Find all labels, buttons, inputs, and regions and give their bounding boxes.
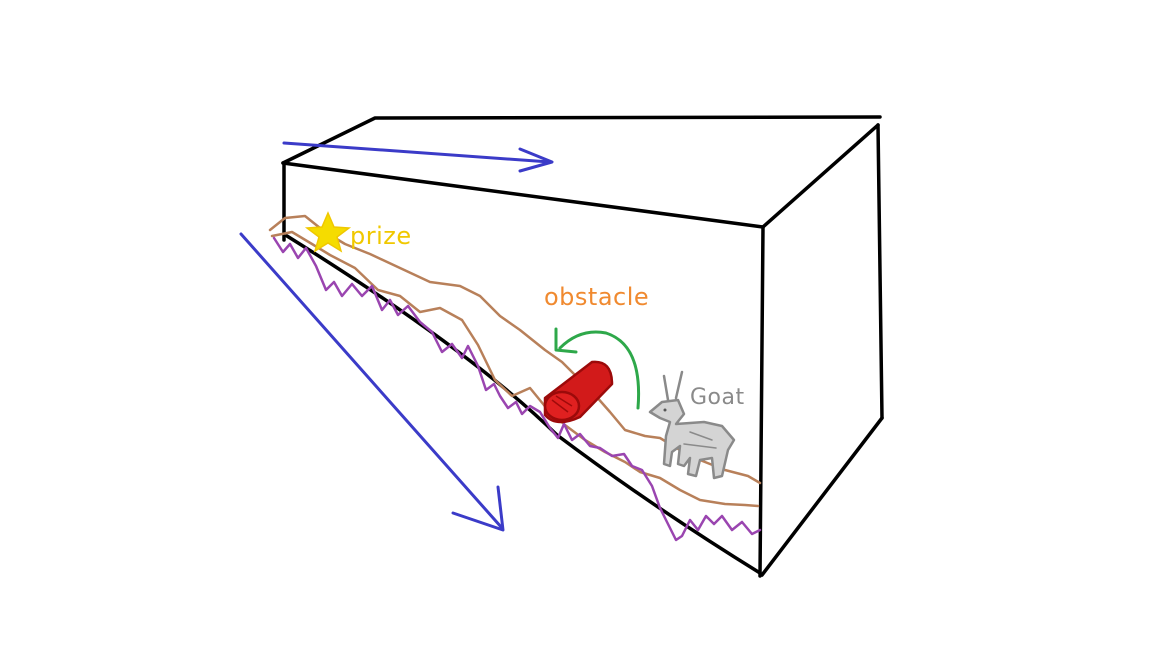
box-bottom-right-edge bbox=[760, 416, 884, 577]
terrain-line-lower bbox=[270, 230, 760, 508]
box-front-right-edge bbox=[758, 225, 765, 578]
box-right-back-edge bbox=[876, 123, 884, 420]
log-icon bbox=[543, 360, 614, 424]
goat-label: Goat bbox=[690, 385, 745, 410]
slope-arrow-head bbox=[451, 485, 505, 532]
top-arrow-head bbox=[518, 147, 554, 173]
terrain-line-jagged bbox=[272, 236, 762, 542]
star-icon bbox=[304, 211, 352, 253]
prize-marker: prize bbox=[304, 211, 412, 253]
goat-marker: Goat bbox=[648, 370, 745, 480]
prize-label: prize bbox=[350, 222, 412, 250]
blue-arrows bbox=[239, 141, 554, 532]
obstacle-marker: obstacle bbox=[543, 283, 649, 424]
box-right-top-edge bbox=[761, 123, 880, 229]
top-arrow-line bbox=[282, 141, 552, 164]
goat-icon bbox=[648, 370, 736, 480]
obstacle-arrow bbox=[554, 327, 641, 410]
slope-arrow-line bbox=[239, 232, 504, 530]
box-top-front-edge bbox=[281, 161, 765, 229]
obstacle-label: obstacle bbox=[544, 283, 649, 311]
box-top-back-edge bbox=[281, 115, 882, 165]
box-outline bbox=[281, 115, 884, 578]
